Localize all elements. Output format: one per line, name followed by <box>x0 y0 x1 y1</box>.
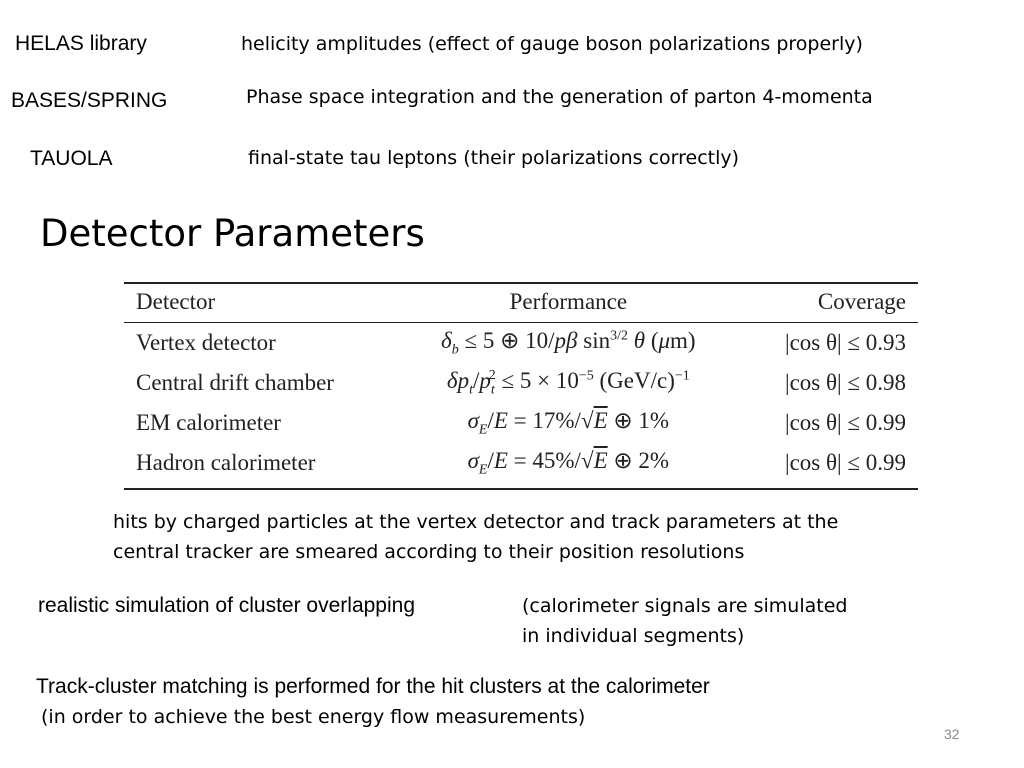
table-row: Vertex detector δb ≤ 5 ⊕ 10/pβ sin3/2 θ … <box>124 323 918 364</box>
table-row: Central drift chamber δpt/pt2 ≤ 5 × 10−5… <box>124 363 918 403</box>
cell-coverage: |cos θ| ≤ 0.99 <box>784 450 906 475</box>
cluster-overlap-label: realistic simulation of cluster overlapp… <box>38 594 416 617</box>
cell-performance: δb ≤ 5 ⊕ 10/pβ sin3/2 θ (μm) <box>441 327 696 358</box>
table-header-row: Detector Performance Coverage <box>124 282 918 323</box>
cluster-note-line-2: in individual segments) <box>522 625 745 647</box>
cell-detector: Central drift chamber <box>136 370 334 395</box>
table-row: Hadron calorimeter σE/E = 45%/√E ⊕ 2% |c… <box>124 443 918 483</box>
cell-coverage: |cos θ| ≤ 0.98 <box>784 370 906 395</box>
tool-name-tauola: TAUOLA <box>30 147 113 170</box>
cell-detector: Hadron calorimeter <box>136 450 316 475</box>
tool-desc-tauola: final-state tau leptons (their polarizat… <box>248 147 740 169</box>
tool-name-helas: HELAS library <box>15 32 147 55</box>
cell-detector: Vertex detector <box>136 330 276 355</box>
detector-table: Detector Performance Coverage Vertex det… <box>124 282 918 483</box>
cluster-note-line-1: (calorimeter signals are simulated <box>522 595 848 617</box>
header-performance: Performance <box>397 282 740 323</box>
tool-desc-helas: helicity amplitudes (effect of gauge bos… <box>241 33 863 55</box>
table-bottom-rule <box>124 488 918 490</box>
cell-performance: σE/E = 45%/√E ⊕ 2% <box>467 447 670 478</box>
cell-performance: σE/E = 17%/√E ⊕ 1% <box>467 407 670 438</box>
tool-desc-bases-spring: Phase space integration and the generati… <box>246 86 873 108</box>
page-number: 32 <box>944 726 960 742</box>
matching-note: (in order to achieve the best energy flo… <box>41 706 586 728</box>
table-row: EM calorimeter σE/E = 17%/√E ⊕ 1% |cos θ… <box>124 403 918 443</box>
header-coverage: Coverage <box>739 282 918 323</box>
cell-detector: EM calorimeter <box>136 410 281 435</box>
cell-coverage: |cos θ| ≤ 0.99 <box>784 410 906 435</box>
smearing-note-line-2: central tracker are smeared according to… <box>113 541 745 563</box>
header-detector: Detector <box>124 282 398 323</box>
cell-coverage: |cos θ| ≤ 0.93 <box>784 330 906 355</box>
cell-performance: δpt/pt2 ≤ 5 × 10−5 (GeV/c)−1 <box>446 367 690 398</box>
section-title: Detector Parameters <box>40 212 425 255</box>
smearing-note-line-1: hits by charged particles at the vertex … <box>113 511 839 533</box>
tool-name-bases-spring: BASES/SPRING <box>11 89 168 112</box>
matching-label: Track-cluster matching is performed for … <box>36 675 710 698</box>
